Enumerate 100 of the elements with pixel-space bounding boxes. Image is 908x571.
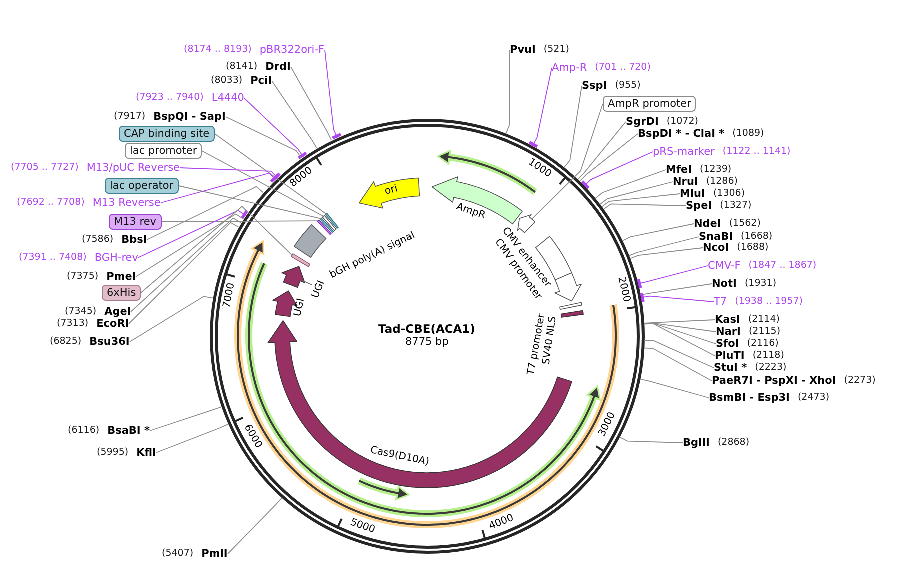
leader-line — [581, 152, 654, 190]
cut-site-position: (2473) — [798, 392, 830, 404]
enzyme-name: DrdI — [266, 61, 291, 74]
position-tick-label: 2000 — [615, 276, 632, 304]
leader-line — [506, 50, 510, 134]
leader-line — [600, 182, 674, 205]
cut-site-position: (1239) — [700, 164, 732, 176]
leader-line — [603, 204, 686, 210]
leader-line — [640, 292, 714, 302]
feature-tag: CAP binding site — [119, 126, 215, 142]
enzyme-name: NcoI — [703, 242, 730, 254]
feature-tag: 6xHis — [102, 285, 142, 302]
leader-line — [146, 186, 264, 240]
enzyme-name: NotI — [712, 278, 737, 290]
leader-line — [130, 296, 214, 342]
cut-site-position: (7586) — [82, 234, 114, 246]
leader-line — [637, 266, 708, 288]
feature-tag: AmpR promoter — [603, 96, 696, 112]
feature-label: UGI — [310, 279, 328, 300]
enzyme-name: SfoI — [716, 338, 740, 350]
primer-coordinates: (7923 .. 7940) — [136, 92, 204, 104]
leader-line — [564, 86, 582, 168]
leader-line — [202, 150, 324, 217]
cut-site-position: (7313) — [57, 318, 89, 330]
feature-tag: lac operator — [105, 178, 179, 194]
leader-line — [324, 50, 342, 140]
leader-line — [644, 340, 714, 368]
cut-site-position: (2114) — [748, 314, 780, 326]
enzyme-name: SgrDI — [626, 116, 659, 128]
leader-line — [138, 210, 248, 258]
position-tick-label: 5000 — [348, 517, 376, 536]
leader-line — [640, 378, 710, 398]
leader-line — [160, 172, 279, 204]
plasmid-length: 8775 bp — [406, 336, 449, 348]
leader-line — [619, 436, 684, 444]
primer-name: M13/pUC Reverse — [86, 162, 180, 174]
primer-coordinates: (7705 .. 7727) — [11, 162, 79, 174]
primer-name: pBR322ori-F — [260, 44, 325, 56]
primer-name: T7 — [714, 296, 728, 308]
enzyme-name: SpeI — [686, 200, 712, 212]
cut-site-position: (2118) — [752, 350, 784, 362]
cut-site-position: (2273) — [844, 376, 876, 386]
primer-coordinates: (1938 .. 1957) — [735, 296, 803, 308]
enzyme-name: BsmBI - Esp3I — [709, 392, 790, 404]
enzyme-name: PmeI — [106, 271, 136, 284]
position-tick-label: 7000 — [222, 282, 238, 310]
leader-line — [130, 218, 242, 312]
enzyme-name: NdeI — [694, 218, 722, 230]
primer-name: BGH-rev — [94, 252, 138, 264]
leader-line — [602, 194, 680, 208]
enzyme-name: SnaBI — [699, 231, 734, 243]
enzyme-name: PaeR7I - PspXI - XhoI — [712, 375, 836, 388]
enzyme-name: BspQI - SapI — [154, 111, 226, 124]
enzyme-name: PciI — [250, 75, 272, 88]
leader-line — [244, 98, 308, 160]
cut-site-position: (1931) — [744, 278, 777, 290]
enzyme-name: SspI — [582, 80, 608, 92]
cut-site-position: (1327) — [720, 200, 752, 212]
feature-tag: M13 rev — [109, 214, 162, 230]
plasmid-name: Tad-CBE(ACA1) — [378, 322, 476, 336]
cut-site-position: (521) — [544, 44, 570, 56]
cut-site-position: (7917) — [114, 112, 146, 122]
feature-tag: lac promoter — [125, 143, 202, 160]
cut-site-position: (2223) — [755, 362, 787, 374]
enzyme-name: BglII — [683, 437, 710, 450]
leader-line — [156, 424, 229, 454]
leader-line — [532, 104, 604, 220]
cut-site-position: (8141) — [226, 62, 258, 72]
position-tick-label: 3000 — [597, 411, 619, 440]
cut-site-position: (1286) — [706, 176, 738, 188]
leader-line — [272, 80, 318, 149]
enzyme-name: PluTI — [715, 350, 745, 362]
leader-line — [162, 220, 319, 222]
primer-coordinates: (701 .. 720) — [595, 62, 651, 74]
leader-line — [595, 170, 666, 199]
leader-line — [644, 322, 716, 344]
leader-line — [644, 348, 712, 382]
cut-site-position: (2115) — [748, 326, 781, 338]
enzyme-name: PmlI — [202, 548, 228, 560]
cut-site-position: (5995) — [97, 448, 129, 458]
leader-line — [644, 323, 716, 356]
cut-site-position: (5407) — [162, 548, 194, 560]
enzyme-name: KasI — [715, 314, 740, 326]
leader-line — [150, 406, 222, 432]
primer-coordinates: (1847 .. 1867) — [748, 260, 817, 272]
enzyme-name: NarI — [716, 326, 741, 338]
enzyme-name: MluI — [680, 188, 706, 200]
cut-site-position: (1089) — [732, 128, 764, 140]
enzyme-name: BbsI — [122, 234, 148, 246]
cut-site-position: (7375) — [67, 272, 99, 282]
primer-name: Amp-R — [552, 62, 588, 74]
leader-line — [630, 248, 704, 260]
enzyme-name: BsaBI * — [108, 425, 150, 438]
cut-site-position: (1562) — [729, 218, 761, 230]
enzyme-name: MfeI — [666, 164, 692, 176]
leader-line — [128, 222, 240, 324]
enzyme-name: Bsu36I — [90, 336, 130, 348]
enzyme-name: KflI — [136, 447, 156, 460]
cut-site-position: (2116) — [747, 338, 779, 350]
cut-site-position: (6825) — [50, 336, 82, 348]
